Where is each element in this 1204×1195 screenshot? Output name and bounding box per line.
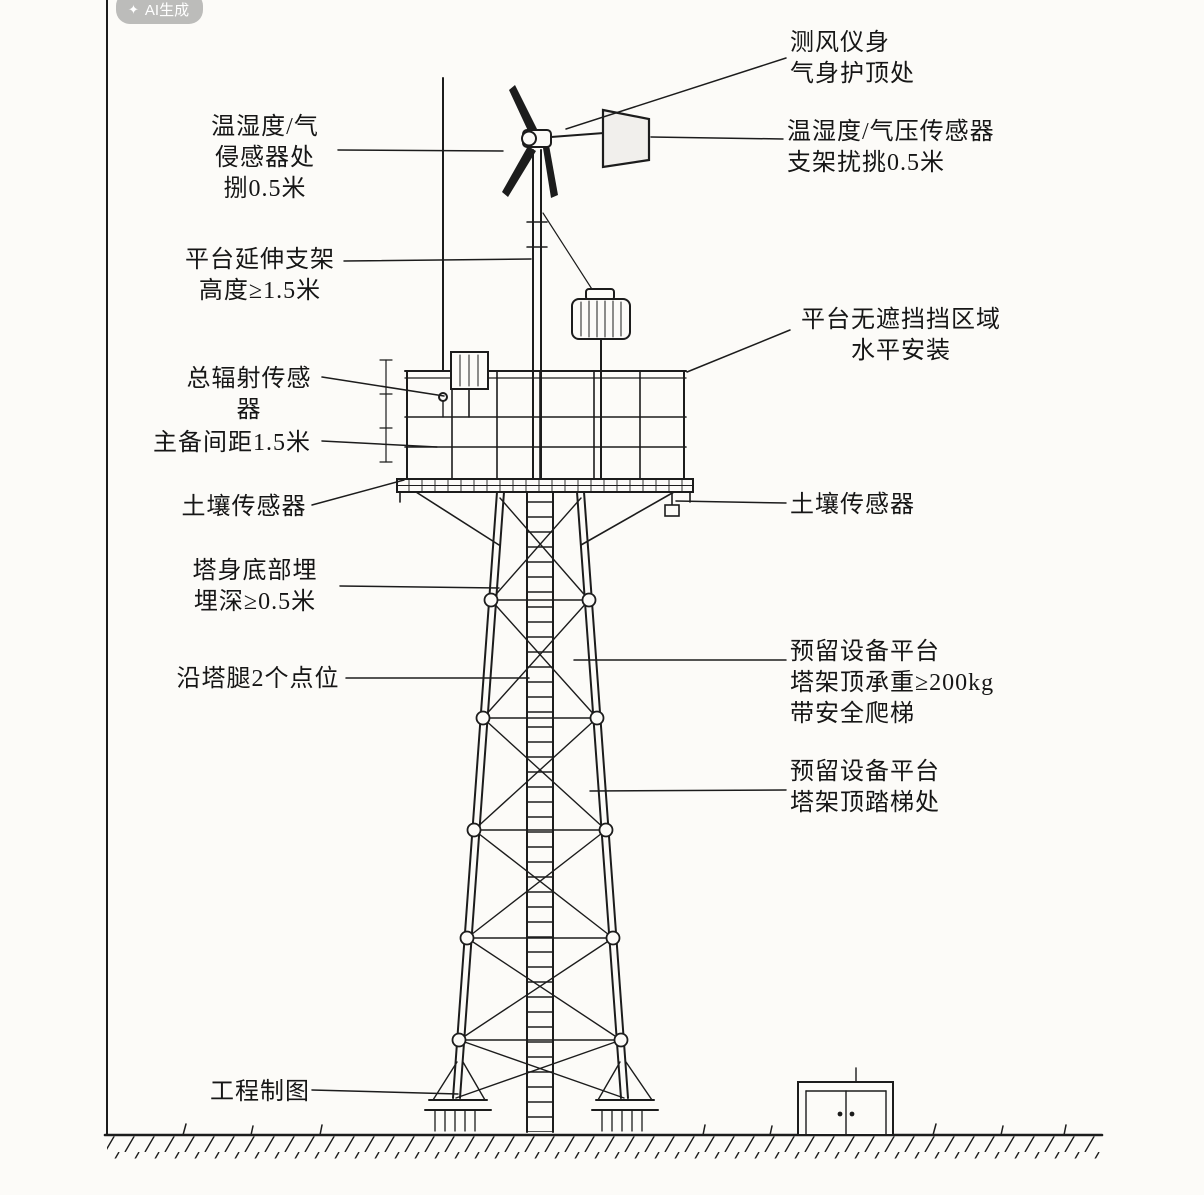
ground-line: [103, 1123, 1104, 1159]
watermark-text: AI生成: [144, 1, 190, 19]
label-line: 平台无遮挡挡区域: [801, 307, 1001, 333]
mast: [526, 149, 598, 480]
label-temp-humidity-sensor-left: 温湿度/气 侵感器处 捌0.5米: [190, 112, 340, 205]
label-line: 平台延伸支架: [185, 247, 335, 273]
cylinder-sensor: [571, 288, 631, 479]
label-line: 预留设备平台: [790, 759, 940, 785]
label-line: 测风仪身: [790, 30, 890, 56]
label-line: 支架扰挑0.5米: [787, 150, 945, 176]
label-line: 气身护顶处: [790, 61, 915, 87]
label-line: 带安全爬梯: [790, 701, 915, 727]
label-line: 高度≥1.5米: [198, 278, 322, 304]
label-platform-extension-bracket: 平台延伸支架 高度≥1.5米: [175, 245, 345, 307]
leader-lines: [311, 57, 791, 1095]
label-anemometer: 测风仪身 气身护顶处: [790, 28, 1010, 90]
sparkle-icon: ✦: [128, 1, 139, 17]
tower-lattice: [451, 491, 629, 1133]
label-line: 土壤传感器: [181, 494, 307, 520]
label-tower-leg-points: 沿塔腿2个点位: [170, 664, 346, 695]
label-line: 沿塔腿2个点位: [176, 666, 340, 692]
label-line: 土壤传感器: [790, 492, 915, 518]
flange-joints: [451, 592, 629, 1048]
label-line: 水平安装: [851, 338, 951, 364]
equipment-shed: [797, 1067, 894, 1136]
label-line: 捌0.5米: [223, 176, 307, 202]
label-line: 温湿度/气压传感器: [787, 119, 995, 145]
label-line: 工程制图: [210, 1079, 310, 1105]
ai-watermark-badge: ✦ AI生成: [116, 0, 204, 24]
label-soil-sensor-left: 土壤传感器: [178, 492, 310, 523]
label-reserved-platform-ladder: 预留设备平台 塔架顶踏梯处: [790, 757, 1010, 819]
label-line: 预留设备平台: [790, 639, 940, 665]
tower-feet: [424, 1061, 659, 1132]
label-line: 埋深≥0.5米: [193, 589, 317, 615]
label-line: 温湿度/气: [211, 114, 319, 140]
cross-braces: [455, 497, 625, 1099]
label-soil-sensor-right: 土壤传感器: [790, 490, 930, 521]
label-temp-humidity-pressure-sensor: 温湿度/气压传感器 支架扰挑0.5米: [787, 117, 1027, 179]
platform: [396, 370, 694, 546]
label-tower-base-burial: 塔身底部埋 埋深≥0.5米: [170, 556, 340, 618]
platform-dimension-marks: [379, 359, 393, 463]
label-line: 侵感器处: [215, 145, 315, 171]
label-line: 塔身底部埋: [192, 558, 318, 584]
label-line: 塔架顶承重≥200kg: [790, 670, 995, 696]
soil-sensor-probe: [664, 491, 680, 517]
label-line: 总辐射传感器: [186, 366, 312, 423]
label-main-backup-spacing: 主备间距1.5米: [142, 428, 322, 459]
label-line: 主备间距1.5米: [153, 430, 311, 456]
label-engineering-drawing: 工程制图: [210, 1077, 310, 1108]
label-reserved-platform-load: 预留设备平台 塔架顶承重≥200kg 带安全爬梯: [790, 637, 1030, 730]
radiation-sensor-box: [450, 351, 489, 418]
ladder: [527, 497, 553, 1132]
label-line: 塔架顶踏梯处: [790, 790, 940, 816]
wind-turbine: [502, 85, 651, 198]
label-unobstructed-platform-area: 平台无遮挡挡区域 水平安装: [793, 305, 1009, 367]
label-total-radiation-sensor: 总辐射传感器: [176, 364, 322, 426]
